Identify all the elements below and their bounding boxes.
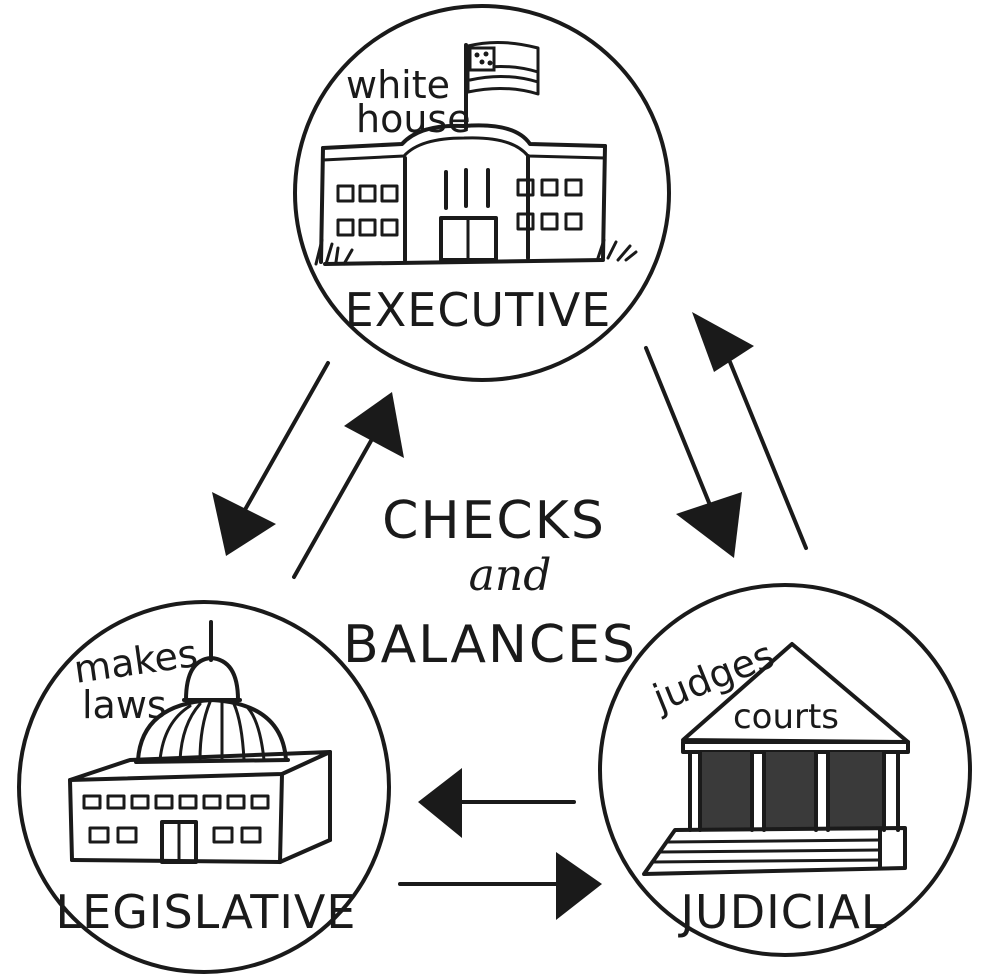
courthouse-icon	[642, 642, 910, 876]
executive-node: white house EXECUTIVE	[293, 4, 671, 382]
center-title-line1: CHECKS	[382, 491, 606, 551]
legislative-note-line2: laws	[82, 683, 167, 727]
executive-label: EXECUTIVE	[345, 283, 612, 337]
legislative-node: makes laws LEGISLATIVE	[17, 600, 391, 974]
judicial-label: JUDICIAL	[677, 885, 887, 939]
arrow-legislative-to-executive	[292, 392, 404, 579]
arrow-executive-to-legislative	[212, 361, 330, 556]
executive-note-line1: white	[346, 63, 450, 107]
judicial-node: judges courts JUDICIAL	[598, 583, 972, 957]
legislative-label: LEGISLATIVE	[56, 885, 357, 939]
executive-circle	[293, 4, 671, 382]
judicial-pediment-text: courts	[733, 697, 839, 737]
white-house-building-icon	[314, 40, 638, 266]
center-title: CHECKS and BALANCES	[343, 491, 637, 675]
judicial-circle	[598, 583, 972, 957]
arrow-judicial-to-executive	[692, 312, 808, 550]
center-title-line3: BALANCES	[343, 615, 637, 675]
arrow-executive-to-judicial	[644, 346, 742, 558]
capitol-building-icon	[68, 620, 332, 864]
legislative-circle	[17, 600, 391, 974]
arrow-legislative-to-judicial	[398, 852, 602, 920]
center-title-line2: and	[469, 550, 552, 601]
executive-note-line2: house	[356, 97, 471, 141]
arrow-judicial-to-legislative	[418, 768, 576, 838]
